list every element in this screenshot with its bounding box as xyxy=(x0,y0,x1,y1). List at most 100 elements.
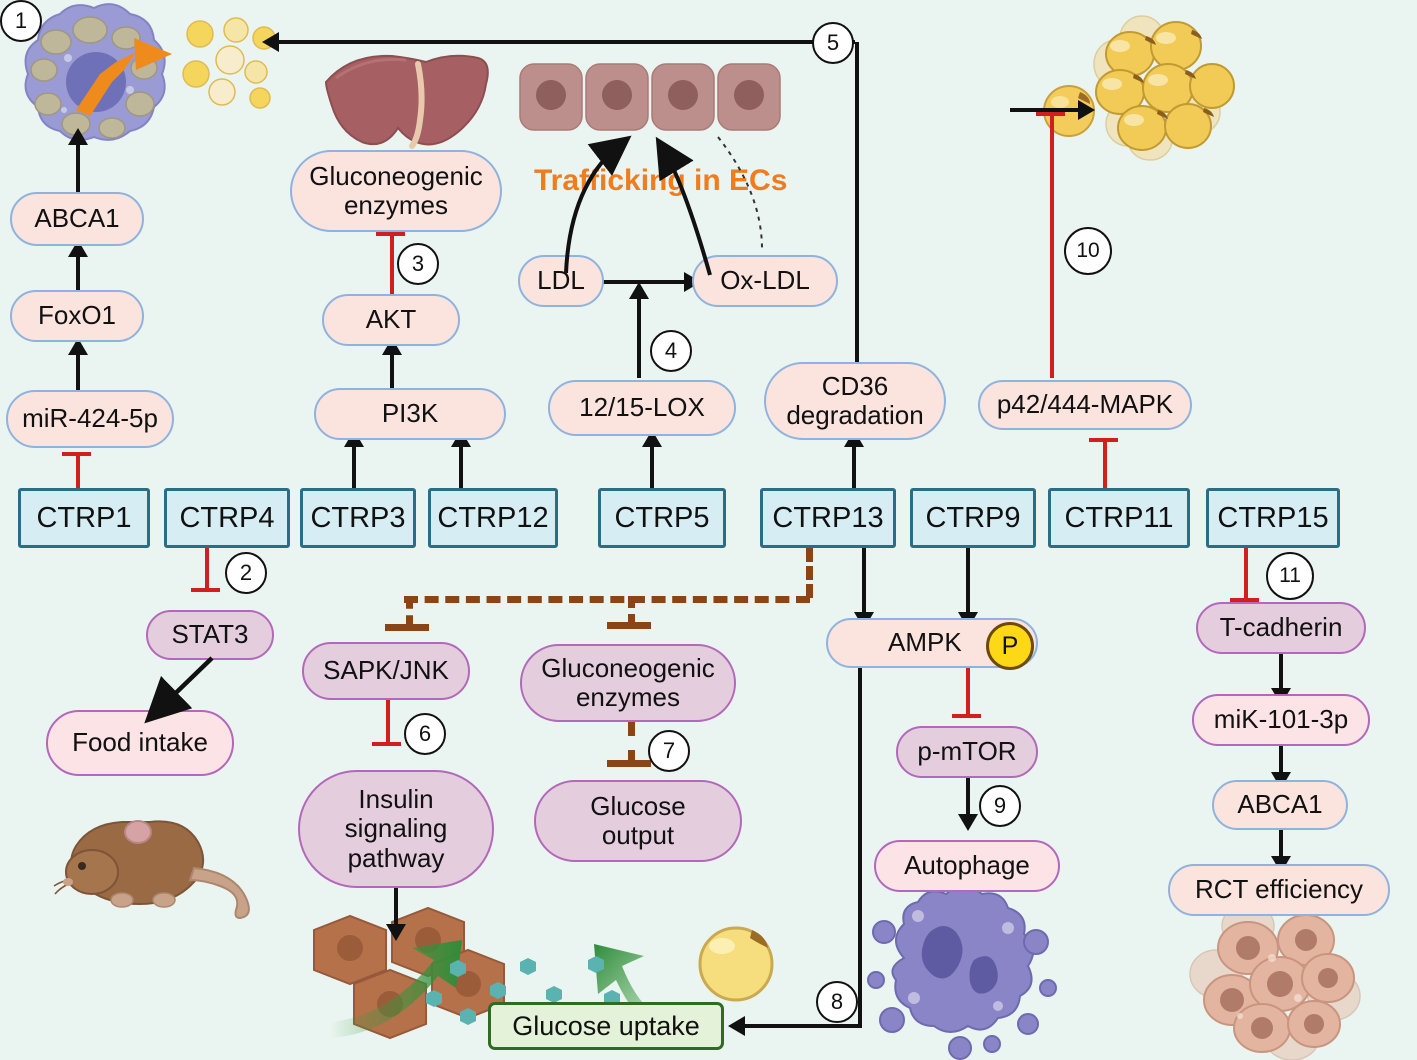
node-ctrp1-label: CTRP1 xyxy=(36,501,132,534)
edge-pmtor-to-autophage xyxy=(966,778,970,820)
node-mik-101-3p-label: miK-101-3p xyxy=(1213,704,1349,735)
edge-ctrp12-to-pi3k xyxy=(459,438,463,490)
node-rct-efficiency[interactable]: RCT efficiency xyxy=(1168,864,1390,916)
node-food-intake-label: Food intake xyxy=(72,727,208,758)
node-mik-101-3p[interactable]: miK-101-3p xyxy=(1192,694,1370,746)
node-insulin-signaling-pathway[interactable]: Insulin signaling pathway xyxy=(298,770,494,888)
node-ctrp4[interactable]: CTRP4 xyxy=(164,488,290,548)
node-ox-ldl[interactable]: Ox-LDL xyxy=(692,255,838,307)
node-p-mtor[interactable]: p-mTOR xyxy=(896,726,1038,778)
node-foxo1[interactable]: FoxO1 xyxy=(10,290,144,342)
node-12-15-lox-label: 12/15-LOX xyxy=(579,392,705,423)
node-ctrp15-label: CTRP15 xyxy=(1217,501,1329,534)
marker-6: 6 xyxy=(404,713,446,755)
node-gluconeogenic-enzymes-top[interactable]: Gluconeogenic enzymes xyxy=(290,150,502,232)
node-cd36-degradation[interactable]: CD36 degradation xyxy=(764,362,946,440)
edge-ctrp5-to-lox xyxy=(650,438,654,490)
node-mir-424-5p[interactable]: miR-424-5p xyxy=(6,390,174,448)
adipocyte-target-icon xyxy=(698,926,774,1002)
edge-insulin-to-cells xyxy=(394,888,398,930)
trafficking-curved-arrows-icon xyxy=(564,135,763,276)
edge-ampk-inhibits-pmtor xyxy=(966,668,970,718)
marker-1: 1 xyxy=(0,0,42,42)
edge-ctrp4-inhibits-stat3 xyxy=(205,548,209,592)
marker-9-label: 9 xyxy=(993,793,1007,818)
inhibition-bar-2 xyxy=(191,588,220,592)
node-gluconeogenic-enzymes-bottom-label: Gluconeogenic enzymes xyxy=(541,652,715,712)
dashed-ctrp13-drop xyxy=(806,548,813,598)
node-abca1-top[interactable]: ABCA1 xyxy=(10,192,144,246)
node-p42-444-mapk-label: p42/444-MAPK xyxy=(996,389,1174,420)
marker-7: 7 xyxy=(648,730,690,772)
marker-7-label: 7 xyxy=(662,738,676,763)
marker-11-label: 11 xyxy=(1279,564,1301,587)
node-ctrp1[interactable]: CTRP1 xyxy=(18,488,150,548)
node-ctrp12[interactable]: CTRP12 xyxy=(428,488,558,548)
node-ctrp13[interactable]: CTRP13 xyxy=(760,488,896,548)
inhibition-bar-gluconeo-bottom xyxy=(607,622,651,629)
node-ox-ldl-label: Ox-LDL xyxy=(720,265,810,296)
node-ctrp11[interactable]: CTRP11 xyxy=(1048,488,1190,548)
edge-ctrp11-inhibits-mapk xyxy=(1103,438,1107,490)
inhibition-bar-7 xyxy=(607,760,651,767)
node-ldl[interactable]: LDL xyxy=(518,255,604,307)
node-glucose-output-label: Glucose output xyxy=(590,790,686,850)
inhibition-bar-pmtor xyxy=(952,714,981,718)
edge-akt-inhibits-gluconeo xyxy=(390,232,394,294)
inhibition-bar-11 xyxy=(1230,598,1259,602)
node-stat3[interactable]: STAT3 xyxy=(146,610,274,660)
node-abca1-bottom[interactable]: ABCA1 xyxy=(1212,780,1348,830)
mouse-animal-icon xyxy=(53,820,250,920)
dashed-branch-gluconeo xyxy=(628,596,635,626)
node-ctrp4-label: CTRP4 xyxy=(179,501,275,534)
arrowhead-mir424-to-foxo1 xyxy=(68,338,88,355)
edge-preadipocyte-to-adipocytes xyxy=(1010,108,1082,112)
arrowhead-adipogenesis xyxy=(1078,100,1095,120)
node-sapk-jnk-label: SAPK/JNK xyxy=(323,655,449,686)
node-ctrp5[interactable]: CTRP5 xyxy=(598,488,726,548)
node-t-cadherin[interactable]: T-cadherin xyxy=(1196,602,1366,654)
marker-3-label: 3 xyxy=(411,251,425,276)
node-gluconeogenic-enzymes-top-label: Gluconeogenic enzymes xyxy=(309,160,483,220)
edge-sapkjnk-inhibits-insulin xyxy=(386,700,390,746)
node-12-15-lox[interactable]: 12/15-LOX xyxy=(548,380,736,436)
arrowhead-cd36-to-efflux xyxy=(262,32,279,52)
edge-cd36-to-efflux-vertical xyxy=(855,42,859,362)
marker-3: 3 xyxy=(397,243,439,285)
arrowhead-insulin-to-cells xyxy=(386,924,406,941)
cholesterol-particles-icon xyxy=(182,17,276,109)
arrowhead-lox-to-oxldl xyxy=(629,282,649,299)
cell-cluster-icon xyxy=(1189,903,1361,1060)
node-insulin-signaling-pathway-label: Insulin signaling pathway xyxy=(344,784,448,873)
marker-8: 8 xyxy=(816,981,858,1023)
node-ldl-label: LDL xyxy=(537,265,585,296)
node-p42-444-mapk[interactable]: p42/444-MAPK xyxy=(978,380,1192,430)
node-glucose-output[interactable]: Glucose output xyxy=(534,780,742,862)
node-sapk-jnk[interactable]: SAPK/JNK xyxy=(302,642,470,700)
endothelial-cell-row-icon xyxy=(519,63,781,131)
phospho-badge-icon: P xyxy=(986,622,1034,670)
node-gluconeogenic-enzymes-bottom[interactable]: Gluconeogenic enzymes xyxy=(520,644,736,722)
node-ctrp3[interactable]: CTRP3 xyxy=(300,488,416,548)
edge-ctrp13-to-ampk-v xyxy=(862,548,866,620)
node-ctrp13-label: CTRP13 xyxy=(772,501,884,534)
macrophage-cell-icon xyxy=(867,886,1057,1060)
node-mir-424-5p-label: miR-424-5p xyxy=(22,403,158,434)
node-akt-label: AKT xyxy=(365,304,417,335)
node-ctrp15[interactable]: CTRP15 xyxy=(1206,488,1340,548)
adipocyte-cluster-icon xyxy=(1093,15,1235,161)
edge-mapk-inhibits-adipogenesis xyxy=(1050,112,1054,378)
edge-foxo1-to-abca1 xyxy=(76,248,80,290)
node-foxo1-label: FoxO1 xyxy=(37,300,117,331)
node-abca1-top-label: ABCA1 xyxy=(34,203,120,234)
node-autophage[interactable]: Autophage xyxy=(874,840,1060,892)
node-food-intake[interactable]: Food intake xyxy=(46,710,234,776)
node-akt[interactable]: AKT xyxy=(322,294,460,346)
liver-organ-icon xyxy=(324,54,489,149)
node-ctrp9-label: CTRP9 xyxy=(925,501,1021,534)
marker-9: 9 xyxy=(979,785,1021,827)
node-ctrp9[interactable]: CTRP9 xyxy=(910,488,1036,548)
node-pi3k[interactable]: PI3K xyxy=(314,388,506,440)
node-glucose-uptake[interactable]: Glucose uptake xyxy=(488,1002,724,1050)
